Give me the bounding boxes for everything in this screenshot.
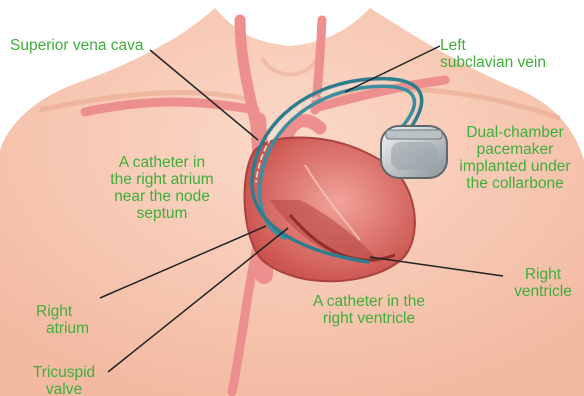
pacemaker-device (381, 126, 447, 178)
label-right-atrium: Right atrium (36, 303, 89, 337)
left-jugular-vessel (315, 20, 322, 110)
label-atrium-catheter: A catheter in the right atrium near the … (96, 154, 228, 222)
label-left-subclavian-vein: Left subclavian vein (440, 37, 546, 71)
label-right-ventricle: Right ventricle (508, 266, 578, 300)
label-ventricle-catheter: A catheter in the right ventricle (296, 293, 442, 327)
label-superior-vena-cava: Superior vena cava (10, 37, 144, 54)
label-tricuspid-valve: Tricuspid valve (22, 364, 106, 396)
label-pacemaker: Dual-chamber pacemaker implanted under t… (452, 124, 578, 192)
